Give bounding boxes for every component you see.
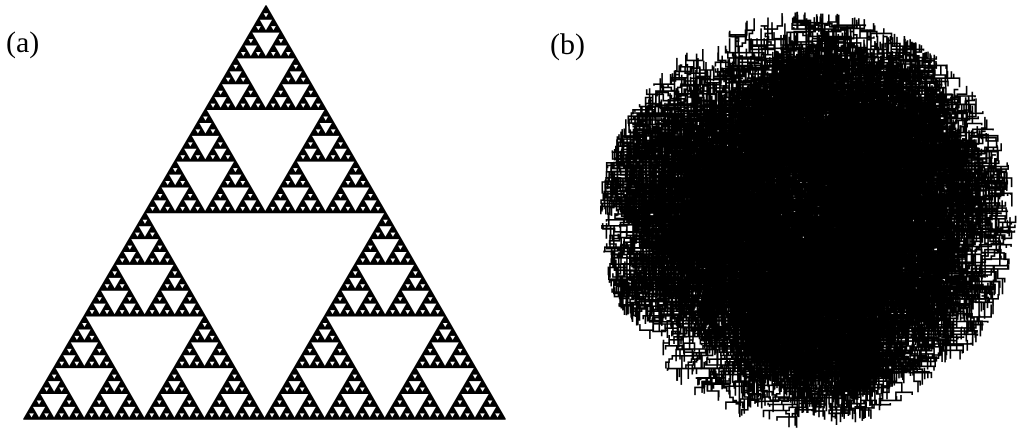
- sierpinski-cells: [23, 5, 506, 420]
- dla-branches: [600, 11, 1017, 428]
- panel-label-a: (a): [6, 26, 40, 59]
- dla-cluster: [600, 11, 1017, 428]
- panel-label-b: (b): [550, 28, 585, 61]
- sierpinski-triangle: [23, 5, 506, 420]
